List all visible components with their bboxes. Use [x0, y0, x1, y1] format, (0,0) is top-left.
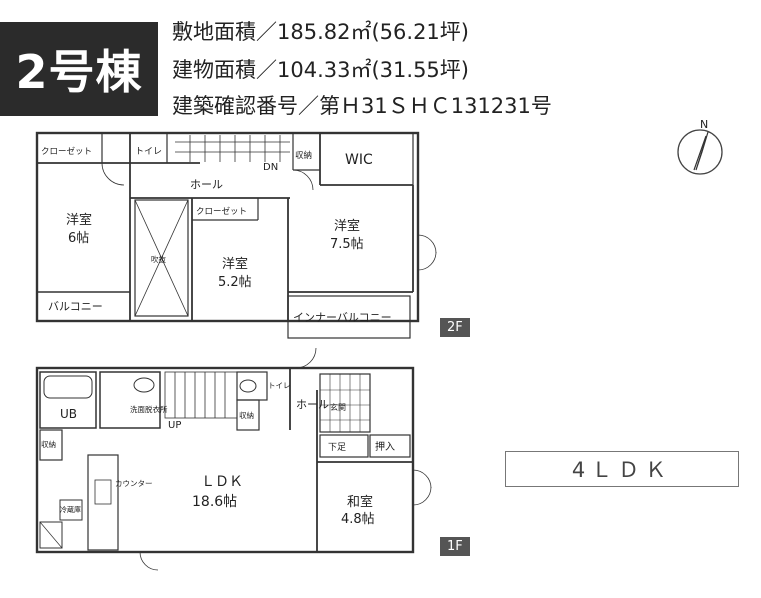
- f2-storage-label: 収納: [295, 150, 312, 161]
- compass-icon: [677, 129, 723, 175]
- f2-wic-label: WIC: [345, 152, 373, 168]
- f2-room3-size: 7.5帖: [330, 237, 364, 252]
- compass-north-label: N: [700, 118, 708, 131]
- f2-room2-size: 5.2帖: [218, 275, 252, 290]
- f1-entrance-label: 玄関: [330, 402, 346, 412]
- f2-balcony-label: バルコニー: [48, 300, 103, 313]
- f2-room2-name: 洋室: [222, 256, 248, 272]
- f2-room1-size: 6帖: [68, 231, 89, 246]
- layout-type-box: 4ＬＤＫ: [505, 451, 739, 487]
- f1-storage2-label: 収納: [239, 410, 254, 420]
- f1-ub-label: UB: [60, 407, 77, 421]
- f1-ldk-size: 18.6帖: [192, 494, 237, 510]
- f1-oshiire-label: 押入: [375, 440, 395, 453]
- f1-storage1-label: 収納: [41, 439, 56, 449]
- f2-dn-label: DN: [263, 162, 278, 173]
- floor-area-text: 建物面積／104.33㎡(31.55坪): [172, 58, 469, 82]
- floor-1-tag: 1F: [440, 537, 470, 556]
- f2-closet2-label: クローゼット: [196, 206, 247, 217]
- floor-2-plan: [35, 131, 437, 339]
- f1-counter-label: カウンター: [115, 479, 153, 488]
- f2-inner-balcony-label: インナーバルコニー: [293, 311, 392, 324]
- f1-toilet-label: トイレ: [268, 381, 291, 390]
- f1-hall-label: ホール: [296, 398, 329, 411]
- f2-hall-label: ホール: [190, 178, 223, 191]
- f1-washroom-label: 洗面脱衣所: [130, 404, 168, 414]
- f1-fridge-label: 冷蔵庫: [60, 505, 81, 514]
- f1-washitsu-name: 和室: [347, 494, 373, 510]
- f2-room3-name: 洋室: [334, 218, 360, 234]
- f2-closet-label: クローゼット: [41, 146, 92, 157]
- site-area-text: 敷地面積／185.82㎡(56.21坪): [172, 20, 469, 44]
- f1-washitsu-size: 4.8帖: [341, 512, 375, 527]
- f1-shoe-label: 下足: [328, 442, 346, 453]
- f1-up-label: UP: [168, 420, 181, 431]
- f1-ldk-name: ＬＤＫ: [201, 474, 243, 490]
- building-label: 2号棟: [0, 22, 158, 116]
- confirmation-number-text: 建築確認番号／第Ｈ31ＳＨＣ131231号: [172, 94, 552, 118]
- floor-2-tag: 2F: [440, 318, 470, 337]
- f2-void-label: 吹抜: [151, 254, 166, 264]
- floor-1-plan: [35, 347, 432, 571]
- f2-room1-name: 洋室: [66, 212, 92, 228]
- f2-toilet-label: トイレ: [135, 147, 162, 157]
